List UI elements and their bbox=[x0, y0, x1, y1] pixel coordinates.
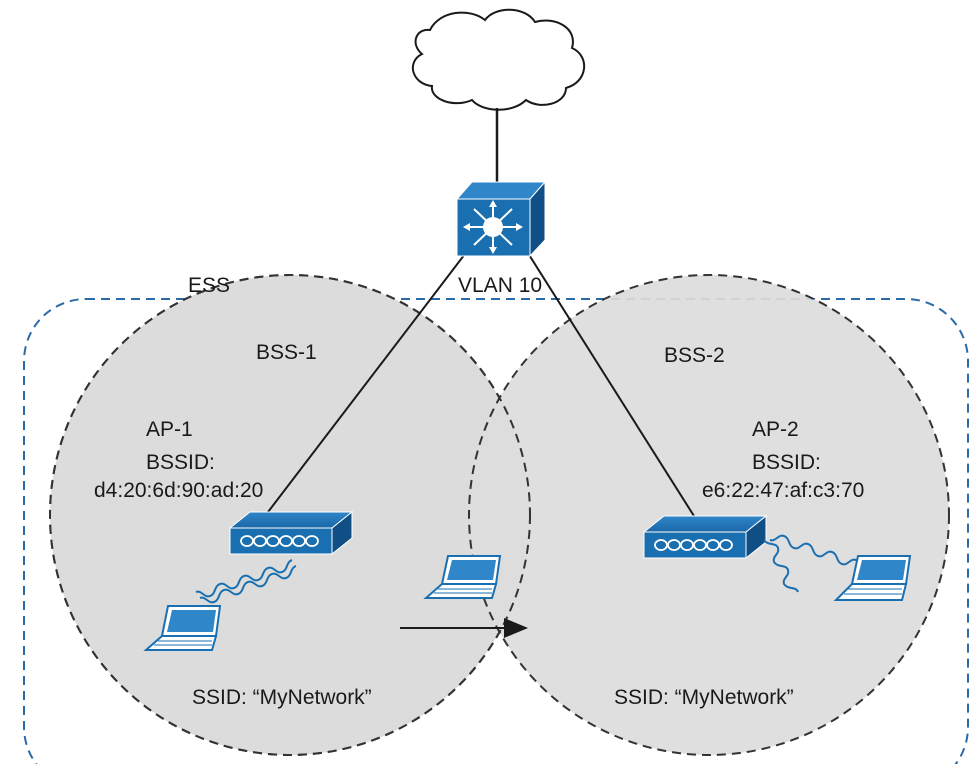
bss-1-outline bbox=[49, 274, 531, 756]
bss-2-label: BSS-2 bbox=[664, 344, 725, 367]
uplink-ap1 bbox=[267, 249, 469, 513]
ess-label: ESS bbox=[188, 274, 230, 297]
ap-2-bssid-value: e6:22:47:af:c3:70 bbox=[702, 479, 864, 502]
access-point-1-icon bbox=[228, 510, 354, 556]
bss-2-cell bbox=[468, 274, 950, 756]
cloud-icon bbox=[411, 8, 586, 111]
vlan-label: VLAN 10 bbox=[458, 274, 542, 297]
multilayer-switch-icon bbox=[455, 180, 547, 258]
ap-2-label: AP-2 bbox=[752, 418, 799, 441]
ap-1-bssid-value: d4:20:6d:90:ad:20 bbox=[94, 479, 263, 502]
ap-1-label: AP-1 bbox=[146, 418, 193, 441]
bss-2-ssid-label: SSID: “MyNetwork” bbox=[614, 686, 794, 709]
wireless-signal-icon bbox=[763, 534, 867, 593]
bss-1-ssid-label: SSID: “MyNetwork” bbox=[192, 686, 372, 709]
laptop-roaming-icon bbox=[423, 555, 502, 599]
wireless-signal-icon bbox=[195, 559, 297, 604]
ap-2-bssid-label: BSSID: bbox=[752, 451, 821, 474]
ess-boundary bbox=[23, 298, 969, 769]
bss-1-label: BSS-1 bbox=[256, 341, 317, 364]
uplink-ap2 bbox=[525, 249, 695, 517]
laptop-bss-2-icon bbox=[833, 555, 912, 601]
access-point-2-icon bbox=[642, 514, 768, 560]
laptop-bss-1-icon bbox=[143, 605, 222, 651]
ap-1-bssid-label: BSSID: bbox=[146, 451, 215, 474]
